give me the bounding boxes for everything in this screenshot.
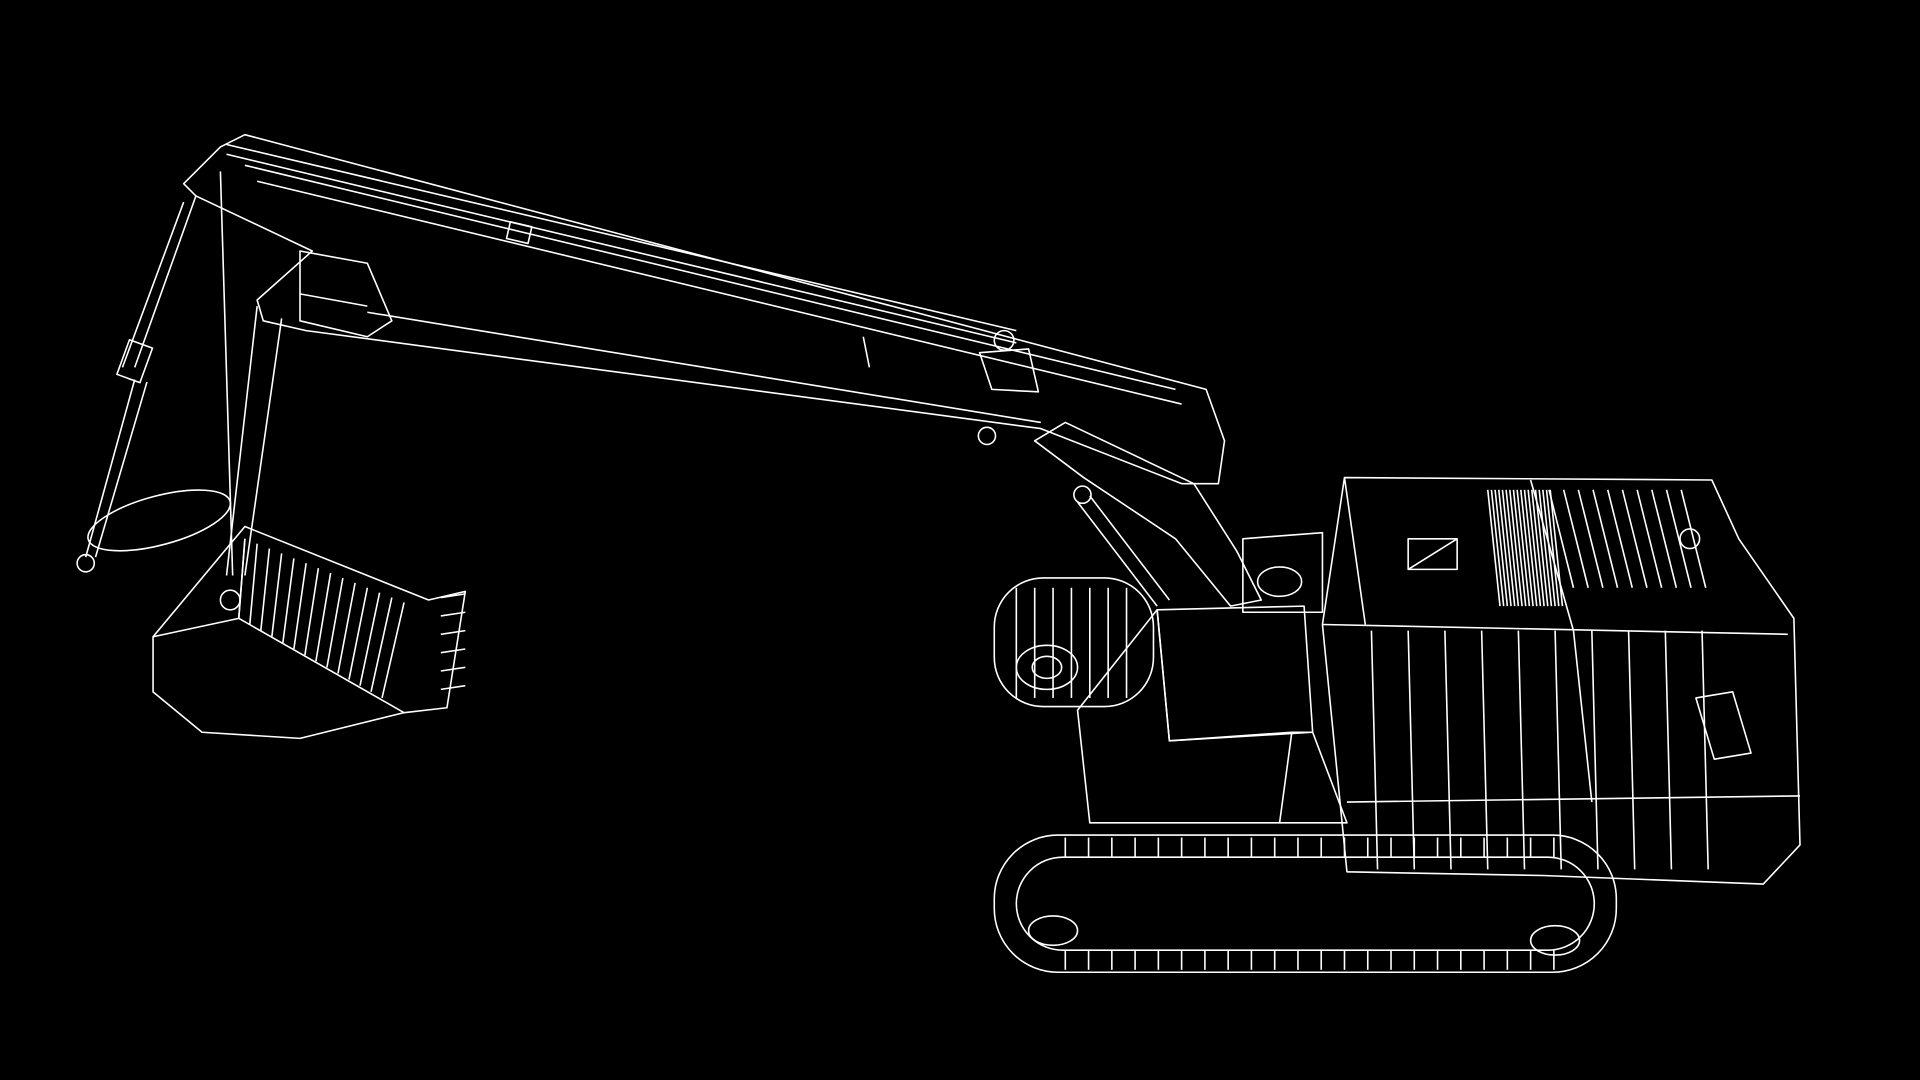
wire-line: [1549, 489, 1564, 607]
bucket-tooth: [440, 648, 466, 654]
wire-line: [1636, 489, 1663, 588]
wire-line: [293, 563, 307, 650]
front-housing: [1076, 531, 1348, 824]
wire-line: [1701, 630, 1709, 870]
wire-line: [1592, 489, 1619, 588]
wire-line: [1554, 630, 1563, 870]
wire-line: [1497, 489, 1512, 607]
wire-line: [1627, 630, 1636, 870]
arm-stick: [182, 133, 1226, 485]
wire-line: [1501, 489, 1516, 607]
wire-line: [1490, 489, 1505, 607]
wire-line: [1512, 489, 1527, 607]
wire-line: [1665, 489, 1692, 588]
wire-line: [1527, 489, 1542, 607]
wire-line: [1577, 489, 1604, 588]
wire-line: [1517, 630, 1526, 870]
bucket-tooth: [440, 611, 466, 617]
wire-line: [1480, 630, 1489, 870]
bucket-tooth: [440, 593, 466, 599]
wire-line: [1509, 489, 1523, 607]
hydraulic-cylinder: [226, 143, 1040, 393]
bucket-linkage: [76, 171, 283, 611]
wire-line: [237, 538, 246, 619]
wire-line: [1545, 489, 1560, 607]
wire-line: [1621, 489, 1648, 588]
wire-line: [1562, 489, 1589, 588]
wire-line: [1444, 630, 1452, 870]
wire-line: [1548, 489, 1575, 588]
wire-line: [1505, 489, 1520, 607]
wire-line: [348, 587, 369, 680]
wire-line: [249, 543, 258, 625]
wire-line: [1538, 489, 1553, 607]
wire-line: [1407, 630, 1416, 870]
wire-line: [282, 558, 295, 643]
wire-line: [381, 602, 405, 699]
wire-line: [1520, 489, 1534, 607]
wire-line: [1523, 489, 1538, 607]
wire-line: [1651, 489, 1678, 588]
wire-line: [1486, 489, 1501, 607]
wire-line: [1606, 489, 1634, 588]
bucket-tooth: [440, 666, 466, 672]
bucket: [152, 525, 467, 740]
wire-line: [1680, 489, 1707, 588]
wire-line: [1494, 489, 1509, 607]
wire-line: [326, 577, 344, 668]
bucket-tooth: [440, 629, 466, 636]
wire-line: [359, 592, 381, 686]
wire-line: [1542, 489, 1556, 607]
wire-line: [1516, 489, 1531, 607]
lower-track: [993, 834, 1618, 974]
wire-line: [315, 572, 332, 662]
wire-line: [304, 568, 320, 656]
wire-line: [1531, 489, 1545, 607]
bucket-tooth: [440, 684, 466, 691]
boom: [977, 421, 1263, 607]
upper-track-wheel: [993, 577, 1155, 708]
wire-line: [271, 553, 283, 637]
wire-line: [1534, 489, 1549, 607]
wire-line: [337, 582, 356, 674]
wire-line: [370, 597, 393, 693]
cab: [1321, 476, 1801, 885]
wire-line: [260, 548, 271, 631]
wire-line: [1664, 630, 1673, 870]
wire-line: [1370, 630, 1379, 870]
wire-line: [1591, 630, 1599, 870]
